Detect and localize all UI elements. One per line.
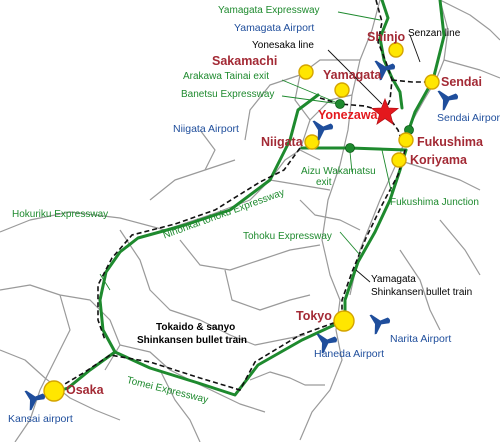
tokyo-label: Tokyo bbox=[296, 309, 332, 323]
haneda-airport-plane-icon bbox=[316, 333, 338, 354]
leader-lines bbox=[99, 11, 393, 291]
aizu-wakamatsu-exit-label-line1: Aizu Wakamatsu bbox=[301, 166, 376, 177]
yamagata-shinkansen-label-line1: Yamagata bbox=[371, 274, 416, 285]
rail-leader-lines bbox=[327, 34, 421, 283]
city-markers bbox=[43, 42, 440, 402]
narita-airport-plane-icon bbox=[369, 314, 391, 335]
senzan-line-label: Senzan line bbox=[408, 28, 461, 39]
aizu-wakamatsu-exit-marker bbox=[345, 143, 355, 153]
hokuriku-expressway-label: Hokuriku Expressway bbox=[12, 209, 109, 220]
kansai-airport-plane-icon bbox=[24, 390, 46, 411]
tohoku-expressway-label: Tohoku Expressway bbox=[243, 231, 332, 242]
osaka-marker bbox=[43, 380, 65, 402]
fukushima-junction-label: Fukushima Junction bbox=[390, 197, 479, 208]
tomei-expressway-line bbox=[113, 318, 347, 397]
tokaido-sanyo-shinkansen-line bbox=[57, 319, 343, 391]
sendai-airport-plane-icon bbox=[437, 90, 459, 111]
arakawa-tainai-exit-label: Arakawa Tainai exit bbox=[183, 71, 269, 82]
fukushima-label: Fukushima bbox=[417, 135, 483, 149]
narita-airport-label: Narita Airport bbox=[390, 333, 452, 345]
koriyama-label: Koriyama bbox=[410, 153, 467, 167]
exit-markers bbox=[335, 99, 414, 153]
tokaido-sanyo-label-line1: Tokaido & sanyo bbox=[156, 322, 236, 333]
uetsu-line bbox=[97, 147, 301, 341]
yamagata-expressway-label: Yamagata Expressway bbox=[218, 5, 320, 16]
koriyama-marker bbox=[391, 152, 407, 168]
kansai-airport-label: Kansai airport bbox=[8, 413, 73, 425]
yonezawa-label: Yonezawa bbox=[318, 108, 378, 122]
yamagata-marker bbox=[334, 82, 350, 98]
osaka-label: Osaka bbox=[66, 383, 104, 397]
nihonkai-tohoku-expressway-line bbox=[98, 93, 320, 302]
fukushima-marker bbox=[398, 132, 414, 148]
airport-icons bbox=[24, 60, 459, 411]
yamagata-expressway-line bbox=[378, 0, 404, 110]
yonesaka-line-label: Yonesaka line bbox=[252, 40, 314, 51]
niigata-airport-label: Niigata Airport bbox=[173, 123, 239, 135]
yamagata-label: Yamagata bbox=[323, 68, 382, 82]
sakamachi-marker bbox=[298, 64, 314, 80]
yamagata-airport-label: Yamagata Airport bbox=[234, 22, 315, 34]
yamagata-shinkansen-label-line2: Shinkansen bullet train bbox=[371, 287, 473, 298]
niigata-marker bbox=[304, 134, 320, 150]
banetsu-expressway-label: Banetsu Expressway bbox=[181, 89, 275, 100]
shinjo-label: Shinjo bbox=[367, 30, 406, 44]
arakawa-tainai-exit-marker bbox=[335, 99, 345, 109]
tokyo-marker bbox=[333, 310, 355, 332]
sakamachi-label: Sakamachi bbox=[212, 54, 278, 68]
yonezawa-star-icon bbox=[370, 97, 400, 125]
shinjo-marker bbox=[388, 42, 404, 58]
rail-lines bbox=[57, 0, 432, 391]
tokaido-sanyo-label-line2: Shinkansen bullet train bbox=[137, 335, 248, 346]
sendai-airport-label: Sendai Airport bbox=[437, 112, 500, 124]
niigata-label: Niigata bbox=[261, 135, 303, 149]
hokuriku-expressway-line bbox=[53, 298, 117, 394]
sendai-label: Sendai bbox=[441, 75, 482, 89]
aizu-wakamatsu-exit-label-line2: exit bbox=[316, 177, 332, 188]
haneda-airport-label: Haneda Airport bbox=[314, 348, 385, 360]
yamagata-airport-plane-icon bbox=[374, 60, 396, 81]
sendai-marker bbox=[424, 74, 440, 90]
niigata-airport-plane-icon bbox=[312, 120, 334, 141]
yamagata-shinkansen-line bbox=[341, 0, 406, 320]
